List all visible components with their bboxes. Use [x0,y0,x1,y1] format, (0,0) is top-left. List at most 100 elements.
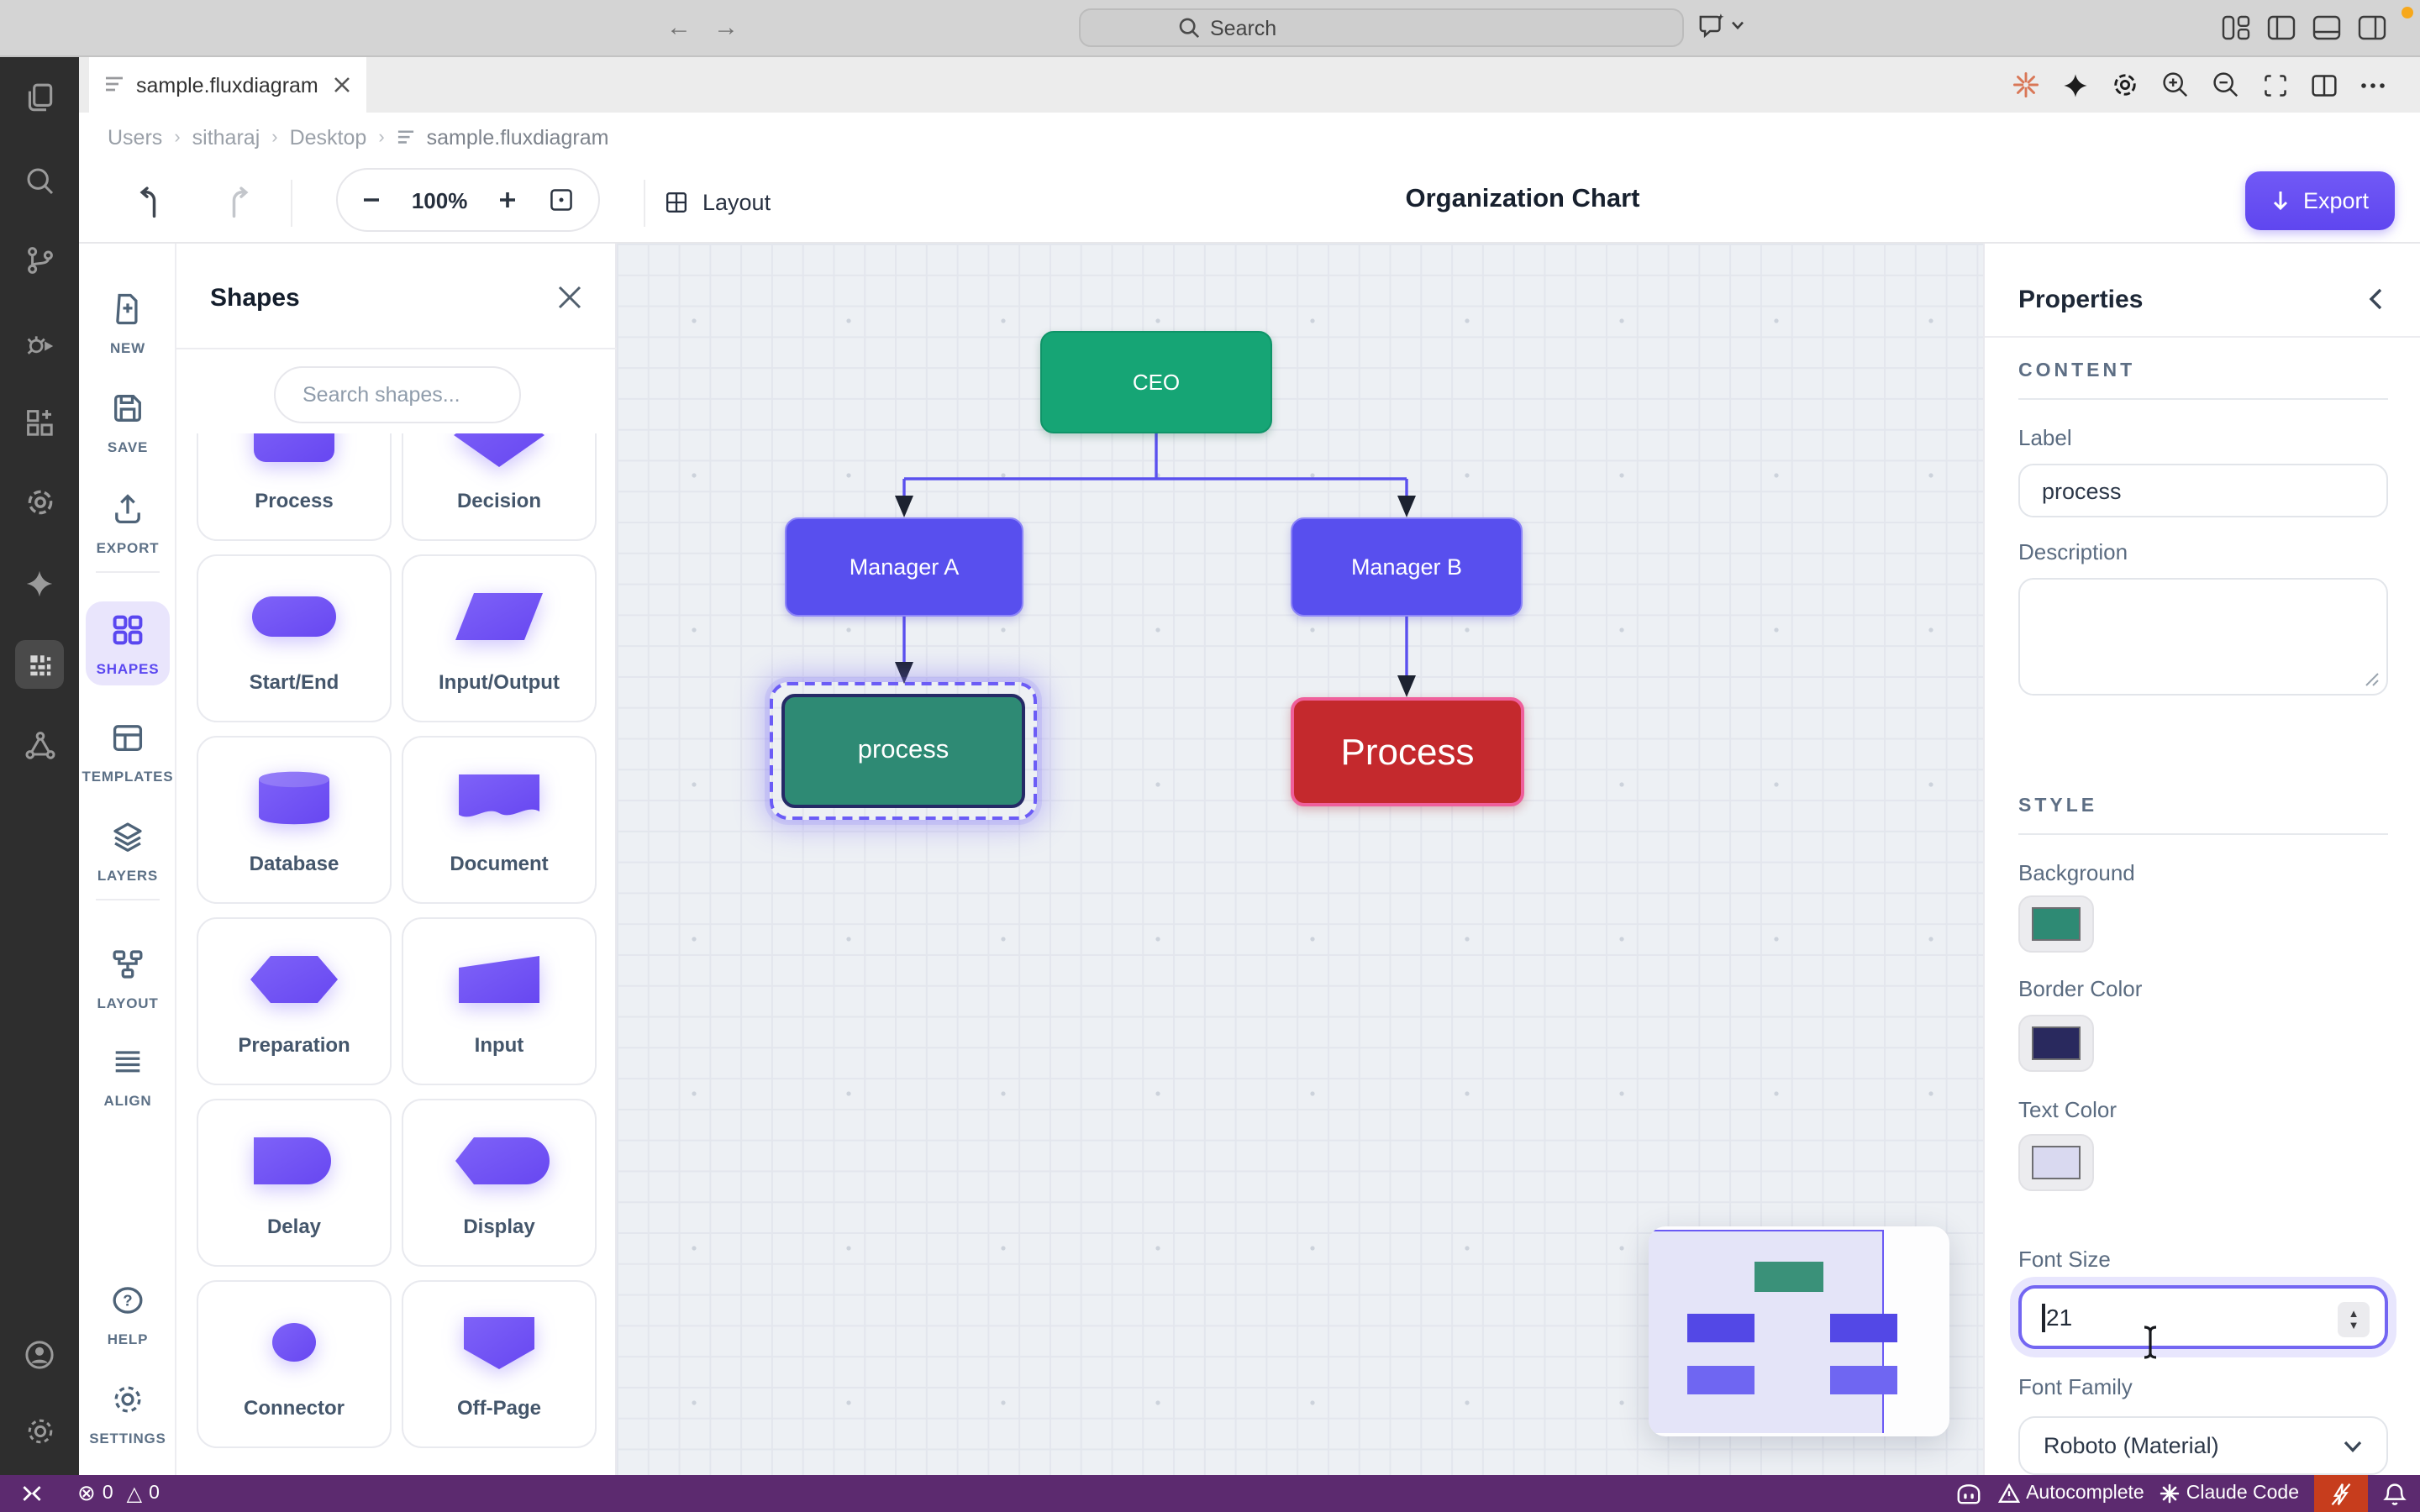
sidebar-item-layout[interactable]: LAYOUT [79,946,176,1011]
zoom-in-icon[interactable] [2161,71,2190,99]
undo-icon[interactable] [131,185,168,222]
font-size-input[interactable]: 21 ▲▼ [2018,1285,2388,1349]
node-manager-a[interactable]: Manager A [785,517,1023,617]
shape-card-preparation[interactable]: Preparation [197,917,392,1085]
autocomplete-status[interactable]: Autocomplete [1997,1483,2144,1504]
toolbar-divider [291,180,292,227]
problems-indicator[interactable]: ⊗ 0 △ 0 [77,1480,160,1507]
minimap[interactable] [1649,1226,1949,1436]
account-icon[interactable] [15,1331,64,1379]
statusbar-right: Autocomplete Claude Code [1954,1475,2420,1512]
copilot-icon[interactable] [1954,1481,1982,1506]
sidebar-item-help[interactable]: ? HELP [79,1282,176,1347]
help-icon: ? [113,1287,143,1314]
search-icon [1179,18,1200,39]
layout-button-label: Layout [702,189,771,214]
background-swatch-well[interactable] [2018,895,2094,953]
sidebar-item-templates[interactable]: TEMPLATES [79,719,176,785]
global-search-input[interactable]: Search [1079,8,1684,47]
node-ceo[interactable]: CEO [1040,331,1272,433]
breadcrumb-current-file[interactable]: sample.fluxdiagram [426,126,609,150]
border-swatch-well[interactable] [2018,1015,2094,1072]
text-swatch-well[interactable] [2018,1134,2094,1191]
claude-label: Claude Code [2186,1483,2299,1504]
fluxdiagram-extension-icon[interactable] [15,640,64,689]
collapse-panel-icon[interactable] [2368,287,2383,311]
diagram-canvas[interactable]: CEO Manager A Manager B process Process [617,244,1983,1475]
shapes-scroll-area[interactable]: Process Decision Start/End Input/Output … [176,433,617,1475]
history-back-icon[interactable]: ← [666,13,692,42]
explorer-icon[interactable] [15,74,64,123]
sidebar-item-export[interactable]: EXPORT [79,491,176,556]
extensions-icon[interactable] [15,398,64,447]
settings-gear-icon[interactable] [15,1406,64,1455]
zoom-fit-button[interactable] [548,186,575,213]
app-sidebar: NEW SAVE EXPORT SHAPES TEMPLATES LAYERS … [79,244,176,1475]
shape-card-document[interactable]: Document [402,736,597,904]
shapes-panel-close-icon[interactable] [555,282,585,312]
claude-code-status[interactable]: Claude Code [2160,1483,2299,1504]
source-control-icon[interactable] [15,235,64,284]
tab-sample-fluxdiagram[interactable]: sample.fluxdiagram [89,57,366,113]
breadcrumb-users[interactable]: Users [108,126,163,150]
description-textarea[interactable] [2018,578,2388,696]
shape-card-input[interactable]: Input [402,917,597,1085]
sidebar-item-settings[interactable]: SETTINGS [79,1381,176,1446]
shapes-panel: Shapes Process Decision Start/End [176,244,617,1475]
layout-sidebar-left-icon[interactable] [2267,15,2296,40]
sidebar-item-layers[interactable]: LAYERS [79,818,176,884]
font-family-select[interactable]: Roboto (Material) [2018,1416,2388,1475]
search-sidebar-icon[interactable] [15,156,64,205]
zoom-out-button[interactable] [361,190,381,210]
layout-panel-bottom-icon[interactable] [2312,15,2341,40]
selection-ring[interactable] [770,682,1037,820]
font-size-stepper[interactable]: ▲▼ [2338,1302,2370,1337]
sidebar-item-align[interactable]: ALIGN [79,1043,176,1109]
layout-button[interactable]: Layout [664,176,771,227]
redo-icon[interactable] [220,185,257,222]
openai-icon[interactable] [15,477,64,526]
align-lines-icon [115,1051,140,1073]
shape-card-process[interactable]: Process [197,433,392,541]
fullscreen-icon[interactable] [2262,71,2289,98]
zoom-in-button[interactable] [497,190,518,210]
shape-card-inputoutput[interactable]: Input/Output [402,554,597,722]
breadcrumb-sitharaj[interactable]: sitharaj [192,126,260,150]
shape-card-offpage[interactable]: Off-Page [402,1280,597,1448]
node-process-selected[interactable]: process [781,694,1025,808]
zoom-out-icon[interactable] [2212,71,2240,99]
graph-tool-icon[interactable] [15,721,64,769]
shape-card-decision[interactable]: Decision [402,433,597,541]
export-button[interactable]: Export [2245,171,2395,230]
node-manager-b[interactable]: Manager B [1291,517,1523,617]
database-shape-icon [259,771,329,825]
layout-sidebar-right-icon[interactable] [2358,15,2386,40]
sidebar-item-new[interactable]: NEW [79,291,176,356]
breadcrumb-desktop[interactable]: Desktop [289,126,367,150]
shape-card-database[interactable]: Database [197,736,392,904]
layout-panels-icon[interactable] [2222,15,2250,40]
claude-starburst-icon[interactable] [2012,71,2040,99]
sidebar-item-save[interactable]: SAVE [79,390,176,455]
more-actions-icon[interactable] [2360,80,2386,90]
remote-icon[interactable] [20,1483,44,1504]
diamond-sparkle-icon[interactable] [2062,71,2089,98]
label-input[interactable] [2018,464,2388,517]
bell-icon[interactable] [2383,1481,2407,1506]
history-forward-icon[interactable]: → [713,13,739,42]
tab-close-icon[interactable] [333,76,351,94]
node-process-red[interactable]: Process [1291,697,1524,806]
sidebar-item-shapes[interactable]: SHAPES [86,601,170,685]
shape-card-delay[interactable]: Delay [197,1099,392,1267]
run-debug-icon[interactable] [15,319,64,368]
shapes-grid: Process Decision Start/End Input/Output … [197,433,597,1448]
sparkle-ai-icon[interactable] [15,559,64,608]
shape-card-display[interactable]: Display [402,1099,597,1267]
power-alert-button[interactable] [2314,1475,2368,1512]
shape-card-startend[interactable]: Start/End [197,554,392,722]
openai-tab-icon[interactable] [2111,71,2139,99]
shape-card-connector[interactable]: Connector [197,1280,392,1448]
share-chat-button[interactable] [1697,12,1744,39]
shapes-search-input[interactable] [274,366,521,423]
split-editor-icon[interactable] [2311,71,2338,98]
